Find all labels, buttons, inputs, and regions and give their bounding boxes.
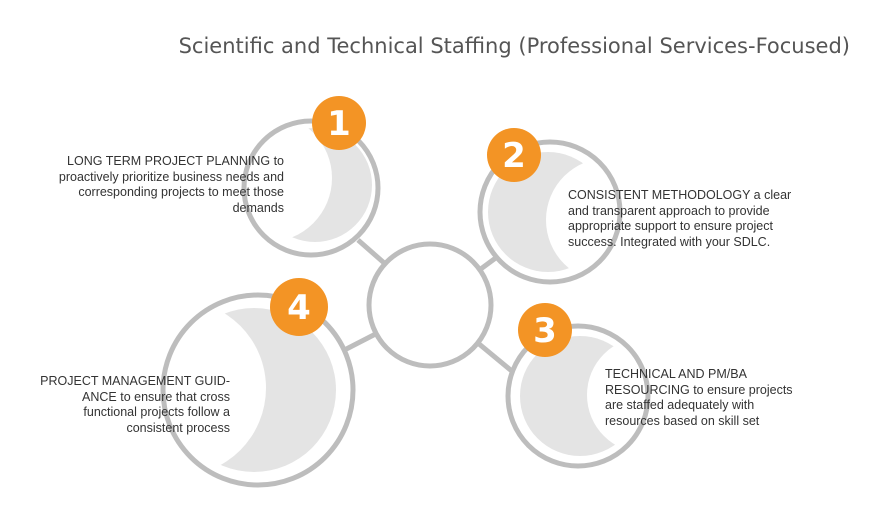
node-4-crescent bbox=[172, 308, 336, 472]
node-4-number: 4 bbox=[287, 288, 311, 328]
node-3-crescent bbox=[520, 336, 640, 456]
node-4: 4 bbox=[160, 278, 356, 488]
node-2: 2 bbox=[477, 128, 623, 285]
node-2-text: CONSISTENT METHODOLOGY a clear and trans… bbox=[568, 188, 792, 249]
node-1: 1 bbox=[241, 96, 381, 258]
node-2-crescent bbox=[488, 152, 608, 272]
node-4-badge bbox=[270, 278, 328, 336]
diagram-title: Scientific and Technical Staffing (Profe… bbox=[178, 34, 850, 58]
node-3-badge bbox=[518, 303, 572, 357]
node-2-badge bbox=[487, 128, 541, 182]
node-1-number: 1 bbox=[327, 104, 351, 144]
node-1-text: LONG TERM PROJECT PLANNING to proactivel… bbox=[58, 154, 284, 215]
center-hub bbox=[366, 241, 494, 369]
node-3-number: 3 bbox=[533, 311, 557, 351]
node-3-text: TECHNICAL AND PM/BA RESOURCING to ensure… bbox=[605, 367, 793, 428]
node-2-number: 2 bbox=[502, 136, 526, 176]
node-1-crescent bbox=[258, 128, 372, 242]
node-3: 3 bbox=[505, 303, 651, 469]
node-4-text: PROJECT MANAGEMENT GUID-ANCE to ensure t… bbox=[40, 374, 230, 435]
node-1-badge bbox=[312, 96, 366, 150]
